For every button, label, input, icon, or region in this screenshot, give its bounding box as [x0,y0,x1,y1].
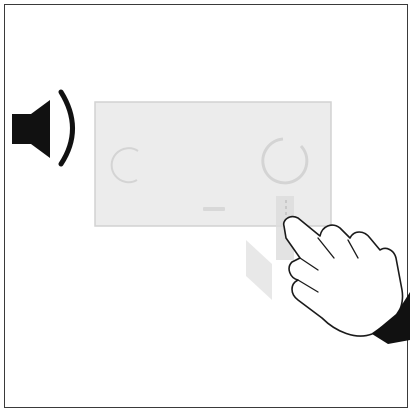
speaker-icon [12,92,73,164]
sound-wave-icon [61,92,73,164]
panel-slot [203,207,225,211]
hand-pressing-icon [284,217,410,344]
device-panel [95,102,331,226]
